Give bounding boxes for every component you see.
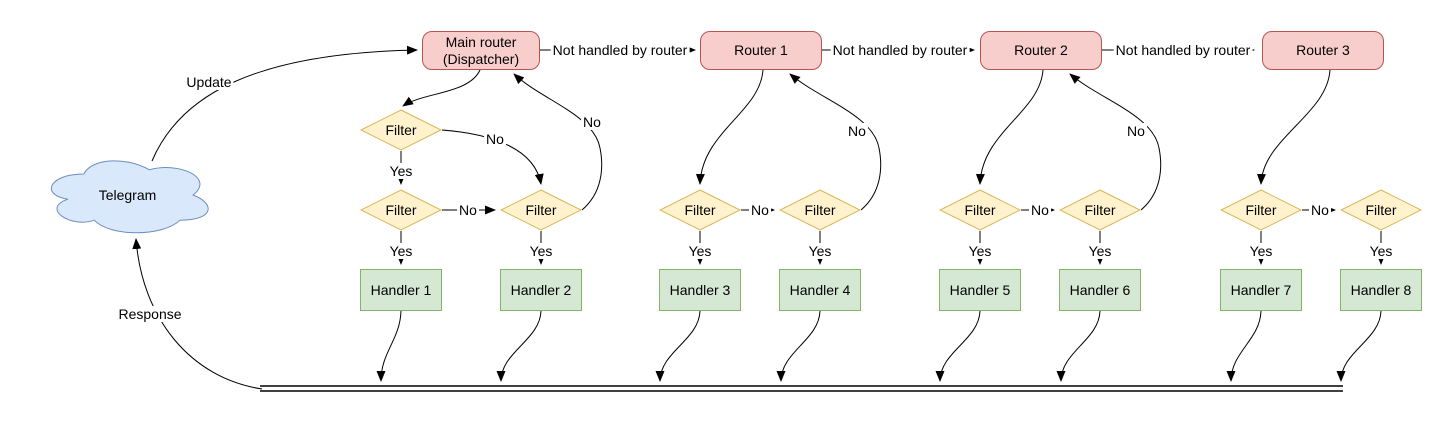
router-2-label: Router 2 (1014, 42, 1068, 58)
not-handled-label-3: Not handled by router (1113, 42, 1253, 58)
yes-label: Yes (686, 243, 714, 259)
node-handler-5: Handler 5 (939, 269, 1021, 311)
diamond-shape (1220, 189, 1302, 231)
router-1-label: Router 1 (734, 42, 788, 58)
handler-3-label: Handler 3 (669, 281, 731, 298)
handler-1-label: Handler 1 (370, 281, 432, 298)
edge-h2-bus (496, 310, 542, 382)
filter-main-left: Filter (360, 189, 442, 231)
edge-main-to-filter-top (402, 69, 481, 107)
node-handler-6: Handler 6 (1059, 269, 1141, 311)
filter-main-top: Filter (360, 109, 442, 151)
edge-return-r1 (789, 73, 882, 211)
node-handler-1: Handler 1 (360, 269, 442, 311)
telegram-cloud: Telegram (40, 153, 215, 237)
filter-label: Filter (964, 201, 996, 218)
edge-r1-to-filter (695, 69, 764, 185)
node-router-1: Router 1 (700, 31, 822, 70)
diamond-shape (1340, 189, 1422, 231)
telegram-label: Telegram (98, 186, 157, 203)
diamond-shape (939, 189, 1021, 231)
node-handler-8: Handler 8 (1340, 269, 1422, 311)
no-label: No (1029, 202, 1051, 218)
no-label: No (749, 202, 771, 218)
filter-r3-right: Filter (1340, 189, 1422, 231)
filter-r2-right: Filter (1059, 189, 1141, 231)
filter-label: Filter (525, 201, 557, 218)
filter-r1-left: Filter (659, 189, 741, 231)
diamond-shape (360, 189, 442, 231)
edge-h7-bus (1226, 310, 1262, 382)
yes-label: Yes (1086, 243, 1114, 259)
yes-label: Yes (1367, 243, 1395, 259)
edge-h6-bus (1056, 310, 1101, 382)
handler-4-label: Handler 4 (789, 281, 851, 298)
yes-label: Yes (527, 243, 555, 259)
handler-6-label: Handler 6 (1069, 281, 1131, 298)
node-handler-3: Handler 3 (659, 269, 741, 311)
filter-label: Filter (385, 201, 417, 218)
update-label: Update (184, 74, 234, 90)
cloud-shape (50, 160, 209, 234)
filter-label: Filter (1365, 201, 1397, 218)
diamond-shape (360, 109, 442, 151)
edge-h5-bus (935, 310, 981, 382)
not-handled-label-1: Not handled by router (550, 42, 690, 58)
yes-label: Yes (806, 243, 834, 259)
node-router-2: Router 2 (980, 31, 1102, 70)
filter-r2-left: Filter (939, 189, 1021, 231)
node-handler-7: Handler 7 (1220, 269, 1302, 311)
router-3-label: Router 3 (1296, 42, 1350, 58)
edge-filter-top-no (441, 129, 544, 185)
edge-return-main (513, 73, 603, 211)
node-main-router: Main router (Dispatcher) (422, 31, 540, 70)
edge-response (132, 238, 263, 390)
response-label: Response (116, 306, 184, 322)
node-router-3: Router 3 (1262, 31, 1384, 70)
edge-update (151, 45, 418, 162)
handler-2-label: Handler 2 (510, 281, 572, 298)
filter-main-right: Filter (500, 189, 582, 231)
edge-return-r2 (1069, 73, 1162, 211)
handler-8-label: Handler 8 (1350, 281, 1412, 298)
edge-h4-bus (776, 310, 821, 382)
yes-label: Yes (387, 163, 415, 179)
no-label: No (1309, 202, 1331, 218)
yes-label: Yes (387, 243, 415, 259)
yes-label: Yes (966, 243, 994, 259)
diamond-shape (500, 189, 582, 231)
filter-r3-left: Filter (1220, 189, 1302, 231)
filter-r1-right: Filter (779, 189, 861, 231)
handler-7-label: Handler 7 (1230, 281, 1292, 298)
node-handler-4: Handler 4 (779, 269, 861, 311)
diamond-shape (1059, 189, 1141, 231)
filter-label: Filter (1245, 201, 1277, 218)
edge-r3-to-filter (1256, 69, 1331, 185)
edge-h8-bus (1336, 310, 1382, 382)
filter-label: Filter (1084, 201, 1116, 218)
main-router-label: Main router (Dispatcher) (442, 33, 520, 67)
filter-label: Filter (385, 121, 417, 138)
edge-h1-bus (376, 310, 402, 382)
edge-r2-to-filter (975, 69, 1044, 185)
diamond-shape (779, 189, 861, 231)
no-label: No (1125, 123, 1147, 139)
no-label: No (581, 114, 603, 130)
not-handled-label-2: Not handled by router (830, 42, 970, 58)
filter-label: Filter (684, 201, 716, 218)
no-label: No (457, 202, 479, 218)
handler-5-label: Handler 5 (949, 281, 1011, 298)
yes-label: Yes (1247, 243, 1275, 259)
filter-label: Filter (804, 201, 836, 218)
node-handler-2: Handler 2 (500, 269, 582, 311)
no-label: No (846, 123, 868, 139)
edge-h3-bus (655, 310, 701, 382)
no-label: No (484, 131, 506, 147)
diamond-shape (659, 189, 741, 231)
